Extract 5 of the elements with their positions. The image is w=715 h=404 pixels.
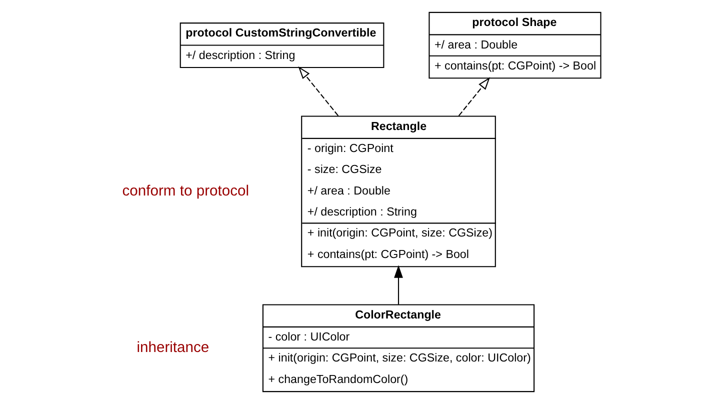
arrow — [298, 66, 338, 116]
arrow — [458, 77, 490, 116]
label: inheritance — [136, 340, 209, 356]
arrow — [394, 265, 402, 304]
label: conform to protocol — [122, 183, 249, 200]
